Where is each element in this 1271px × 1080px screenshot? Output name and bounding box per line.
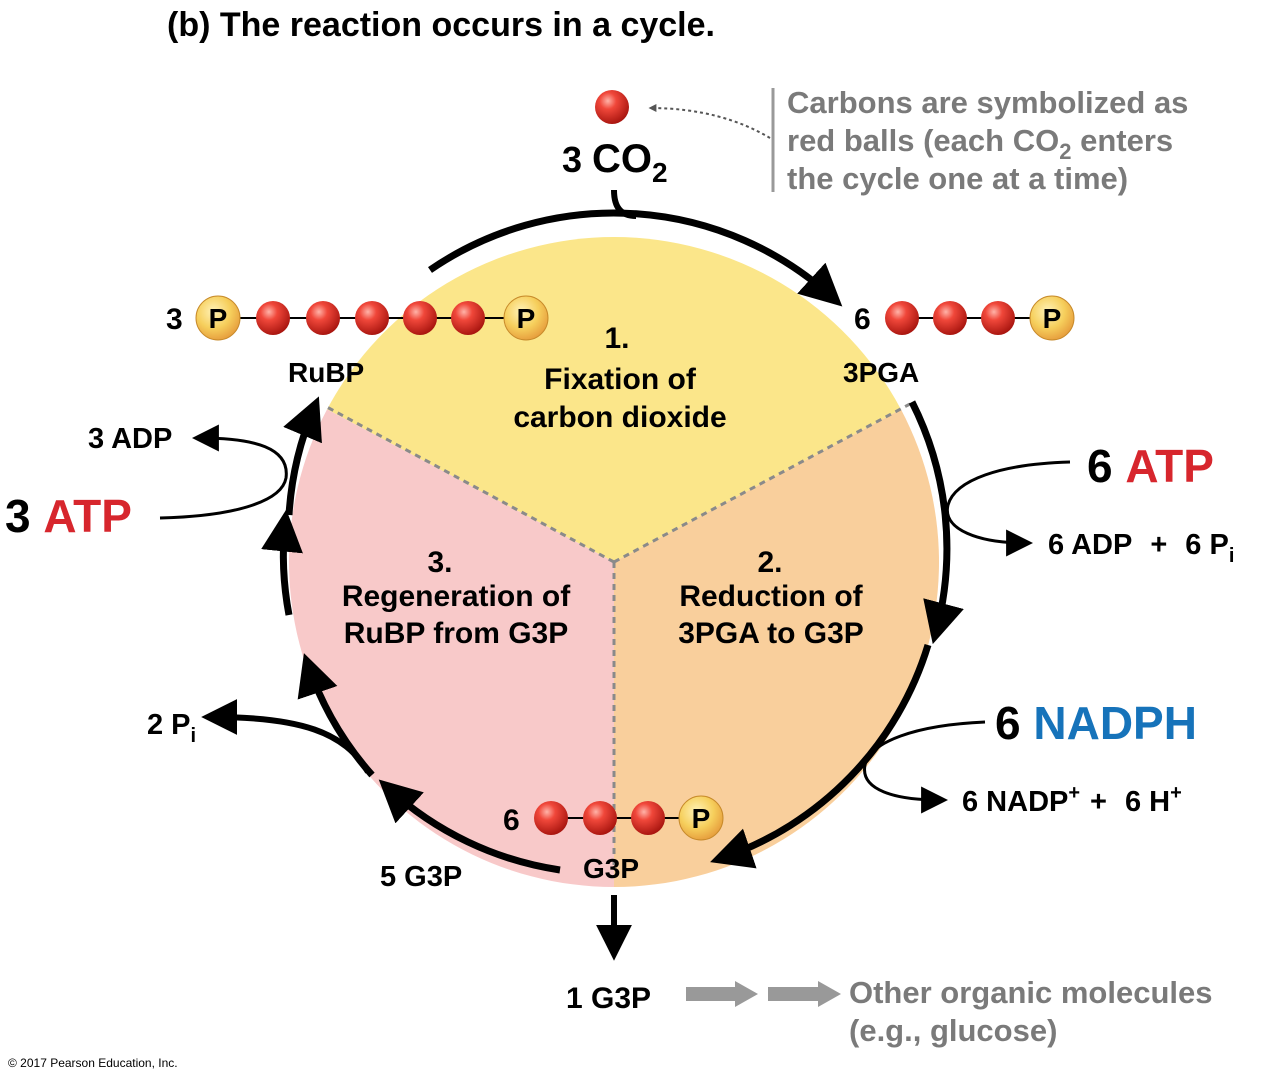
phase-fixation-label: 1. Fixation of carbon dioxide xyxy=(513,322,726,434)
regeneration-sector xyxy=(288,409,614,887)
phase-regeneration-label: 3. Regeneration of RuBP from G3P xyxy=(342,546,571,650)
svg-text:red balls (each CO2 enters: red balls (each CO2 enters xyxy=(787,123,1173,164)
svg-text:6: 6 xyxy=(503,804,520,837)
carbon-note: Carbons are symbolized as red balls (eac… xyxy=(787,85,1188,196)
carbon-ball-icon xyxy=(595,90,629,124)
svg-text:Regeneration of: Regeneration of xyxy=(342,580,571,613)
copyright: © 2017 Pearson Education, Inc. xyxy=(8,1056,178,1070)
svg-text:the cycle one at a time): the cycle one at a time) xyxy=(787,161,1128,196)
svg-text:P: P xyxy=(517,303,536,334)
svg-text:2.: 2. xyxy=(757,546,782,579)
note-pointer-arrow xyxy=(648,104,771,139)
svg-text:2 Pi: 2 Pi xyxy=(147,709,196,747)
phase-reduction-label: 2. Reduction of 3PGA to G3P xyxy=(678,546,864,650)
svg-text:3PGA: 3PGA xyxy=(843,357,919,388)
svg-text:Fixation of: Fixation of xyxy=(544,363,697,396)
svg-text:RuBP: RuBP xyxy=(288,357,364,388)
svg-text:G3P: G3P xyxy=(583,853,639,884)
svg-text:3 ATP: 3 ATP xyxy=(5,490,132,542)
g3p-output: 1 G3P Other organic molecules (e.g., glu… xyxy=(566,895,1213,1048)
svg-text:P: P xyxy=(692,803,711,834)
svg-text:1.: 1. xyxy=(604,322,629,355)
svg-text:6 ADP+6 Pi: 6 ADP+6 Pi xyxy=(1048,529,1234,567)
pga-molecule: 6 P 3PGA xyxy=(843,295,1075,388)
svg-text:RuBP from G3P: RuBP from G3P xyxy=(344,617,569,650)
svg-text:6: 6 xyxy=(854,303,871,336)
svg-text:1 G3P: 1 G3P xyxy=(566,982,651,1015)
svg-text:P: P xyxy=(209,303,228,334)
svg-text:Carbons are symbolized as: Carbons are symbolized as xyxy=(787,85,1188,120)
nadph-input: 6 NADPH 6 NADP++6 H+ xyxy=(863,697,1197,818)
svg-text:carbon dioxide: carbon dioxide xyxy=(513,401,726,434)
svg-text:(e.g., glucose): (e.g., glucose) xyxy=(849,1013,1057,1048)
svg-text:Reduction of: Reduction of xyxy=(679,580,863,613)
pi-release-left: 2 Pi xyxy=(147,699,371,774)
figure-title: (b) The reaction occurs in a cycle. xyxy=(167,6,715,44)
co2-entry-line xyxy=(611,189,637,219)
svg-text:3 ADP: 3 ADP xyxy=(88,423,172,455)
atp-input-left: 3 ATP 3 ADP xyxy=(5,423,288,542)
svg-text:6 ATP: 6 ATP xyxy=(1087,440,1214,492)
co2-label: 3 CO2 xyxy=(562,137,668,188)
svg-text:P: P xyxy=(1043,303,1062,334)
svg-text:3.: 3. xyxy=(427,546,452,579)
svg-text:6 NADP++6 H+: 6 NADP++6 H+ xyxy=(962,782,1182,818)
svg-text:3: 3 xyxy=(166,303,183,336)
svg-text:Other organic molecules: Other organic molecules xyxy=(849,975,1213,1010)
svg-text:3PGA to G3P: 3PGA to G3P xyxy=(678,617,864,650)
g3p-molecule: 6 P G3P xyxy=(503,795,724,884)
sector-dividers xyxy=(324,402,911,865)
g3p-recycled-label: 5 G3P xyxy=(380,861,462,893)
svg-text:6 NADPH: 6 NADPH xyxy=(995,697,1197,749)
atp-input-right: 6 ATP 6 ADP+6 Pi xyxy=(945,440,1234,567)
rubp-molecule: 3 P P RuBP xyxy=(166,295,549,388)
